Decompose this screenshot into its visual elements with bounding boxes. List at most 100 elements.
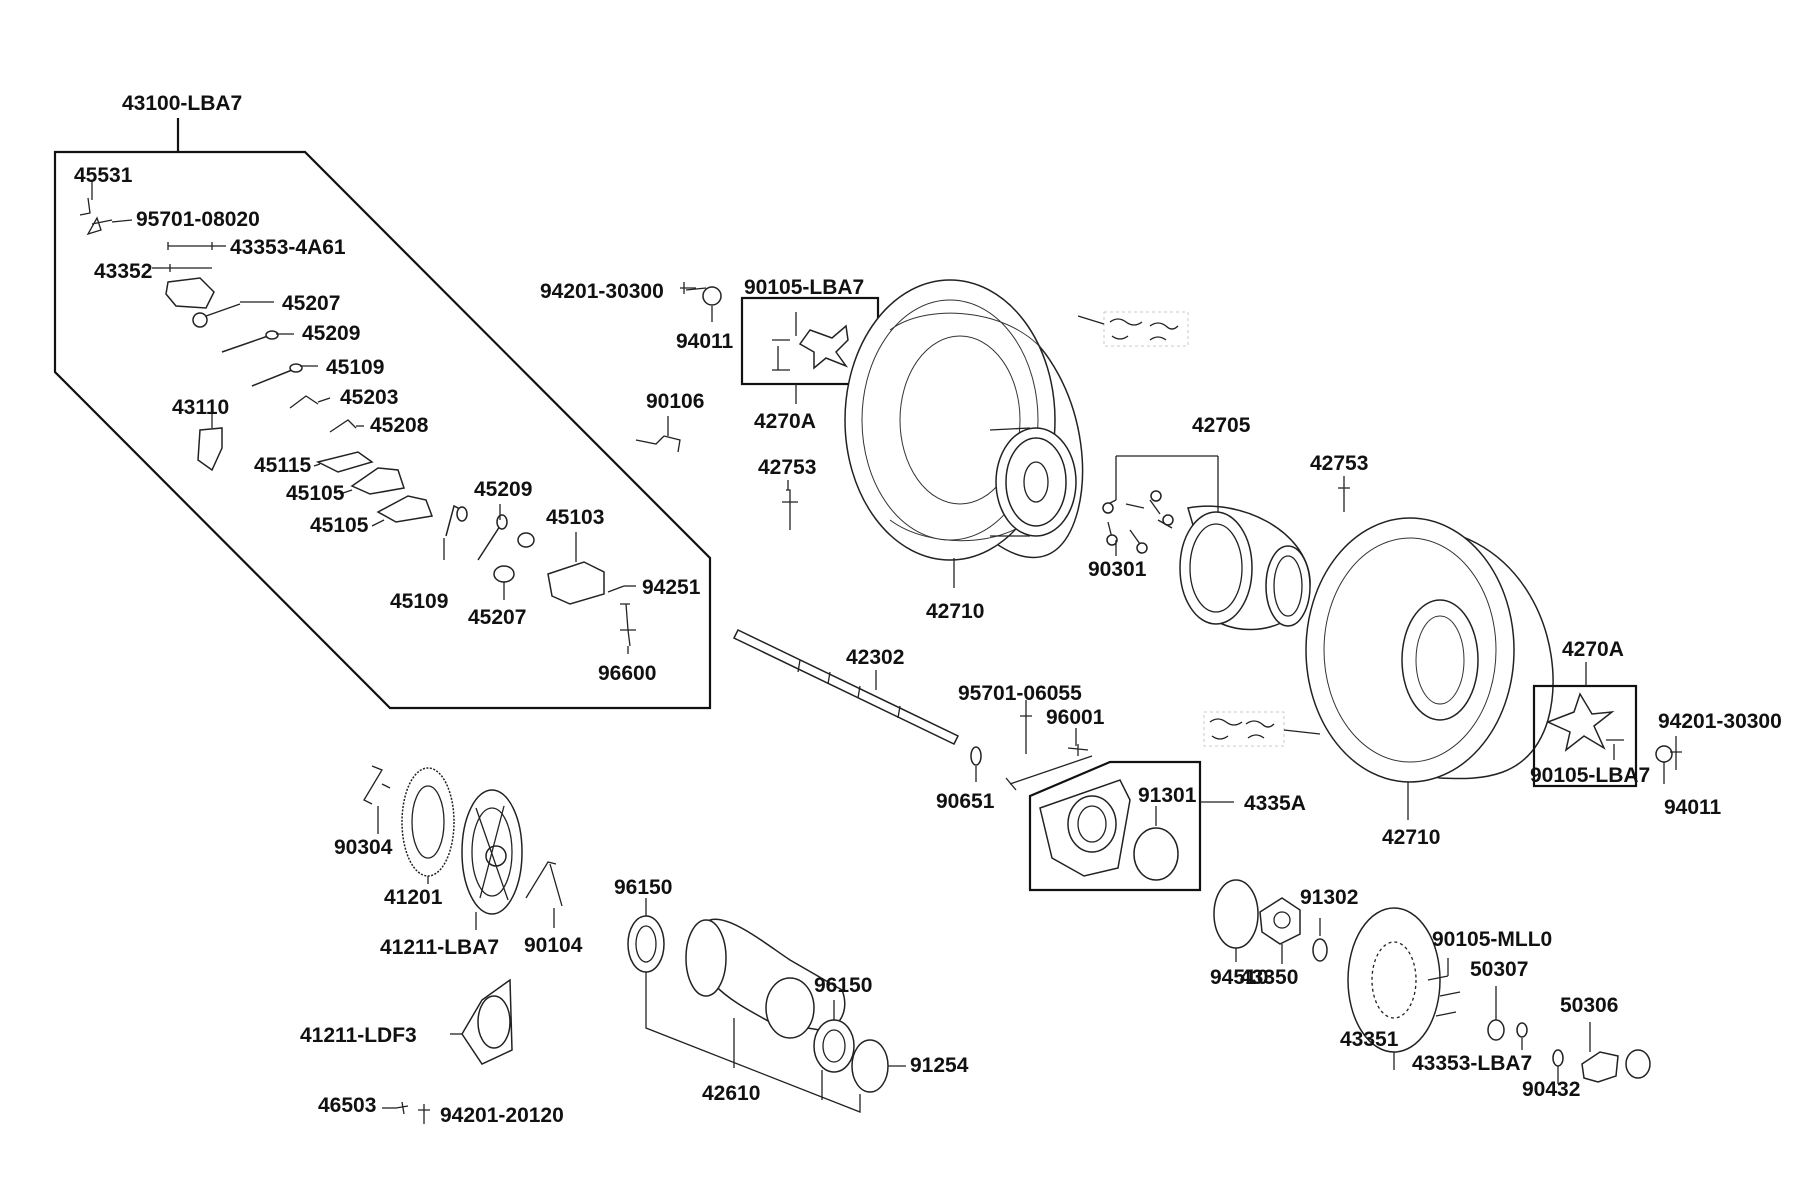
rim-right-face: [1179, 511, 1253, 625]
label-43353-4A61: 43353-4A61: [230, 236, 346, 259]
rear-hub-right-group: [1213, 879, 1651, 1084]
bolt-95701-06055: [1020, 712, 1032, 754]
label-90105-MLL0: 90105-MLL0: [1432, 928, 1552, 951]
label-94201-20120: 94201-20120: [440, 1104, 564, 1127]
shim-45115: [315, 451, 374, 473]
tread-pattern-inset-b: [1203, 711, 1321, 747]
hub-43350: [1259, 897, 1301, 945]
rim-right-back: [1265, 545, 1311, 627]
bolt-95701-08020: [86, 216, 113, 236]
nut-94011-a: [702, 286, 722, 306]
label-45103: 45103: [546, 506, 604, 529]
tread-pattern-inset-a: [1077, 311, 1189, 347]
bleeder-94251: [607, 585, 625, 593]
label-95701-06055: 95701-06055: [958, 682, 1082, 705]
pad-45105-b: [376, 495, 434, 523]
axle-housing-group: [627, 898, 906, 1113]
axle-shaft: [732, 629, 960, 745]
caliper-45103: [547, 561, 605, 605]
nut-50306: [1581, 1051, 1619, 1083]
tire-42710-right: [1203, 517, 1554, 783]
label-42753-a: 42753: [758, 456, 816, 479]
sprocket-group: [363, 765, 563, 1124]
rim-left-inner: [1005, 437, 1067, 527]
hub-bolts-90105-LBA7-a: [772, 312, 797, 371]
bolt-94201-30300-a: [680, 282, 696, 294]
label-42710-b: 42710: [1382, 826, 1440, 849]
housing-flange-left: [685, 919, 727, 997]
label-94251: 94251: [642, 576, 701, 599]
label-94201-30300-b: 94201-30300: [1658, 710, 1782, 733]
label-43351: 43351: [1340, 1028, 1399, 1051]
spring-45203: [289, 395, 319, 409]
label-45109-b: 45109: [390, 590, 448, 613]
label-45531: 45531: [74, 164, 133, 187]
bolts-90105-MLL0: [1427, 975, 1461, 1017]
rim-42705-group: [1102, 455, 1350, 631]
label-43350-main: 43350: [1240, 966, 1298, 989]
label-45209-a: 45209: [302, 322, 360, 345]
bolt-90304-b: [381, 783, 391, 789]
label-96600: 96600: [598, 662, 656, 685]
bolt-94201-20120: [418, 1104, 430, 1124]
seal-91254: [851, 1039, 889, 1093]
label-94011-a: 94011: [676, 330, 734, 353]
label-43100-LBA7: 43100-LBA7: [122, 92, 242, 115]
label-50307: 50307: [1470, 958, 1528, 981]
bolt-90304-a: [363, 765, 383, 805]
bearing-holder-4335A-group: [1028, 760, 1234, 892]
label-42710-a: 42710: [926, 600, 984, 623]
piston-45207-c: [517, 532, 535, 548]
pad-45105-a: [350, 467, 405, 495]
label-45109-a: 45109: [326, 356, 384, 379]
brake-assembly-group: [53, 118, 712, 710]
label-90105-LBA7-b: 90105-LBA7: [1530, 764, 1650, 787]
bolt-90106: [635, 435, 681, 453]
label-46503: 46503: [318, 1094, 376, 1117]
wheel-hub-4270A-b: [1546, 692, 1615, 752]
nut-90651: [970, 746, 982, 766]
label-90432: 90432: [1522, 1078, 1580, 1101]
label-43353-LBA7: 43353-LBA7: [1412, 1052, 1532, 1075]
brake-small-parts: [79, 197, 636, 647]
hub-4270A-right-box: [1532, 684, 1638, 788]
label-45105-b: 45105: [310, 514, 369, 537]
label-45115: 45115: [254, 454, 312, 477]
valve-42753-a: [782, 489, 798, 530]
label-42610: 42610: [702, 1082, 760, 1105]
label-42753-b: 42753: [1310, 452, 1368, 475]
label-43352: 43352: [94, 260, 152, 283]
label-90105-LBA7-a: 90105-LBA7: [744, 276, 864, 299]
label-95701-08020: 95701-08020: [136, 208, 260, 231]
nut-50307: [1487, 1019, 1505, 1041]
label-96150-a: 96150: [614, 876, 672, 899]
brake-leaders: [91, 180, 636, 654]
bearing-96150-b: [813, 1019, 855, 1073]
label-91254: 91254: [910, 1054, 969, 1077]
seal-45109-b-end: [456, 506, 468, 522]
pin-43352: [165, 264, 212, 272]
tire-right-bore: [1401, 599, 1479, 721]
label-45207-a: 45207: [282, 292, 340, 315]
holder-4335A-outline: [1028, 760, 1202, 892]
seal-45209-b-end: [496, 514, 508, 530]
label-94011-b: 94011: [1664, 796, 1722, 819]
bolts-90104: [525, 861, 563, 907]
bolt-94201-30300-b: [1670, 746, 1682, 770]
label-4335A: 4335A: [1244, 792, 1306, 815]
label-45209-b: 45209: [474, 478, 532, 501]
nut-94011-b: [1655, 745, 1673, 763]
holder-4335A-bore: [1067, 795, 1117, 853]
label-4270A-b: 4270A: [1562, 638, 1624, 661]
oring-91302: [1312, 938, 1328, 962]
label-45207-b: 45207: [468, 606, 526, 629]
pin-43353-4A61: [167, 242, 213, 250]
label-94201-30300-a: 94201-30300: [540, 280, 664, 303]
label-96001: 96001: [1046, 706, 1105, 729]
clip-45208: [329, 419, 357, 433]
label-41211-LDF3: 41211-LDF3: [300, 1024, 417, 1047]
label-45208: 45208: [370, 414, 429, 437]
label-96150-b: 96150: [814, 974, 872, 997]
wheel-hub-4270A-a: [798, 324, 849, 370]
label-90106: 90106: [646, 390, 704, 413]
